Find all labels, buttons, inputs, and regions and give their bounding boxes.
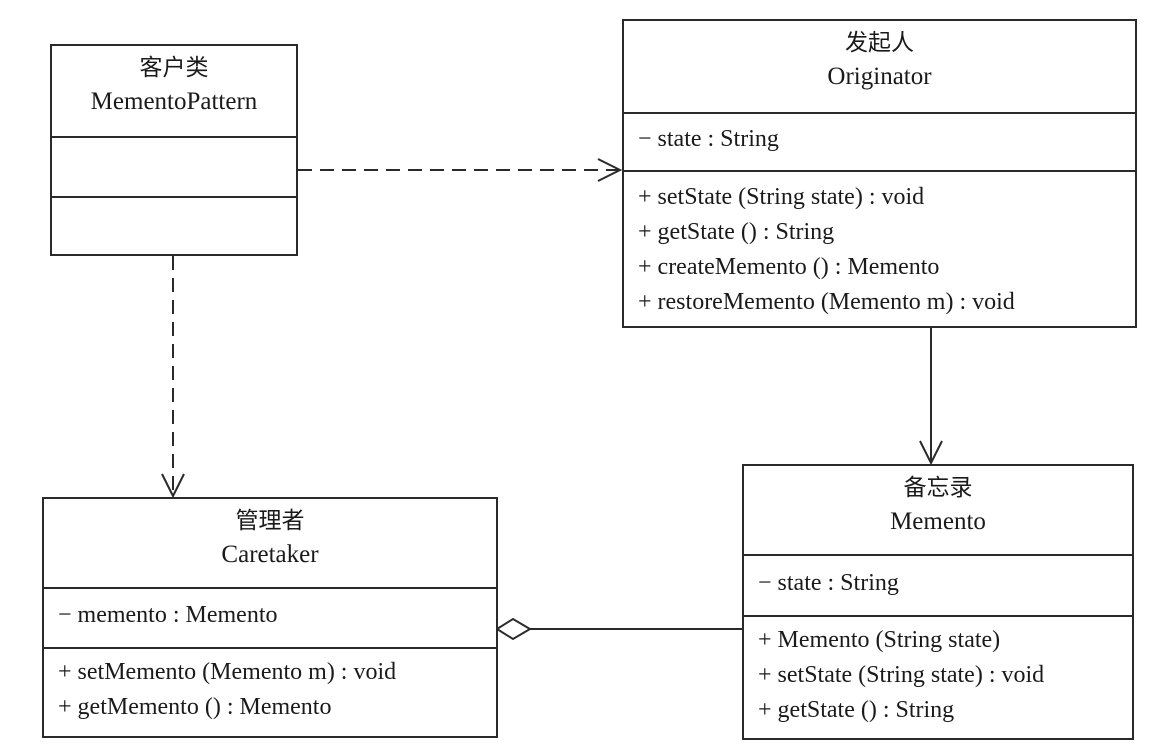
class-memento-header: 备忘录 Memento <box>744 466 1132 556</box>
class-originator-attributes: − state : String <box>624 114 1135 172</box>
class-originator-header: 发起人 Originator <box>624 21 1135 114</box>
method: + restoreMemento (Memento m) : void <box>638 289 1015 315</box>
method: + Memento (String state) <box>758 627 1001 653</box>
class-client: 客户类 MementoPattern <box>50 44 298 256</box>
class-caretaker-header: 管理者 Caretaker <box>44 499 496 589</box>
attribute: − state : String <box>638 126 779 152</box>
method: + createMemento () : Memento <box>638 254 940 280</box>
method: + getMemento () : Memento <box>58 694 332 720</box>
association-arrowhead-memento <box>919 440 943 466</box>
dependency-arrowhead-originator <box>597 158 623 182</box>
class-memento-attributes: − state : String <box>744 556 1132 617</box>
class-client-cn-name: 客户类 <box>139 55 209 81</box>
class-originator-cn-name: 发起人 <box>845 30 914 56</box>
dependency-arrowhead-caretaker <box>161 473 185 499</box>
class-memento-methods: + Memento (String state) + setState (Str… <box>744 617 1132 728</box>
method: + setState (String state) : void <box>758 662 1045 688</box>
method: + getState () : String <box>638 219 835 245</box>
class-caretaker-attributes: − memento : Memento <box>44 589 496 649</box>
class-originator-en-name: Originator <box>827 63 932 90</box>
class-memento-cn-name: 备忘录 <box>903 475 973 501</box>
class-client-header: 客户类 MementoPattern <box>52 46 296 138</box>
class-originator: 发起人 Originator − state : String + setSta… <box>622 19 1137 328</box>
method: + setMemento (Memento m) : void <box>58 659 397 685</box>
class-originator-methods: + setState (String state) : void + getSt… <box>624 172 1135 320</box>
attribute: − memento : Memento <box>58 602 278 628</box>
aggregation-diamond <box>495 617 532 641</box>
method: + getState () : String <box>758 697 955 723</box>
class-caretaker-cn-name: 管理者 <box>235 508 305 534</box>
class-caretaker: 管理者 Caretaker − memento : Memento + setM… <box>42 497 498 738</box>
class-client-en-name: MementoPattern <box>90 88 258 115</box>
method: + setState (String state) : void <box>638 184 925 210</box>
class-caretaker-methods: + setMemento (Memento m) : void + getMem… <box>44 649 496 725</box>
class-client-attributes <box>52 138 296 198</box>
class-memento-en-name: Memento <box>890 508 986 535</box>
attribute: − state : String <box>758 570 899 596</box>
class-memento: 备忘录 Memento − state : String + Memento (… <box>742 464 1134 740</box>
class-caretaker-en-name: Caretaker <box>221 541 319 568</box>
